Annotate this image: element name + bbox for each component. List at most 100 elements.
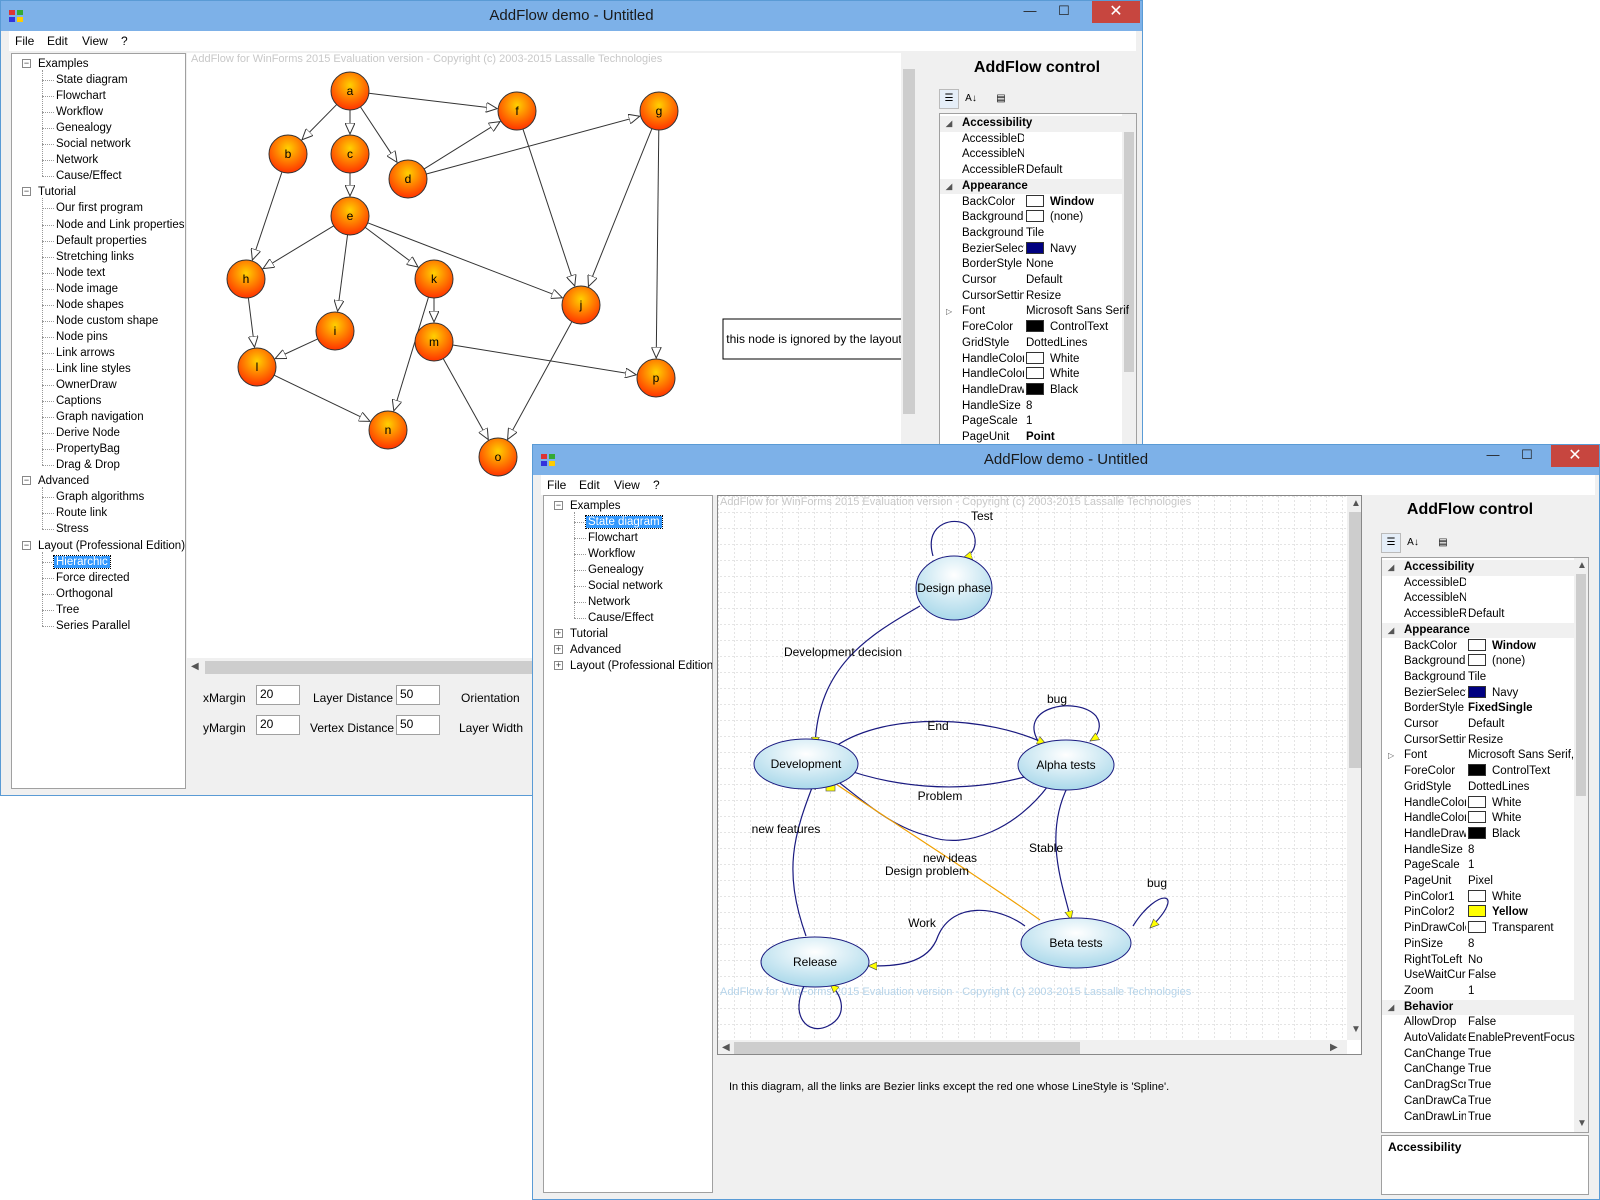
- graph-link[interactable]: [273, 374, 370, 421]
- sort-az-icon[interactable]: A↓: [1407, 537, 1419, 548]
- tree-group[interactable]: Layout (Professional Edition): [568, 658, 712, 674]
- property-value[interactable]: (none): [1026, 210, 1083, 226]
- property-value[interactable]: (none): [1468, 654, 1525, 670]
- property-row[interactable]: HandleColor2White: [1382, 811, 1574, 827]
- ignored-node[interactable]: [722, 318, 907, 360]
- layer-distance-input[interactable]: 50: [396, 685, 440, 705]
- scroll-up-icon[interactable]: ▲: [1351, 498, 1361, 509]
- property-row[interactable]: BackgroundI(none): [940, 210, 1122, 226]
- menu-view[interactable]: View: [614, 478, 640, 492]
- property-row[interactable]: BackgroundIm(none): [1382, 654, 1574, 670]
- graph-link[interactable]: [394, 297, 429, 411]
- state-node[interactable]: [753, 738, 859, 790]
- property-value[interactable]: False: [1468, 968, 1496, 984]
- property-value[interactable]: 8: [1026, 399, 1032, 415]
- graph-link[interactable]: [302, 104, 338, 140]
- property-row[interactable]: AccessibleNa: [940, 147, 1122, 163]
- property-row[interactable]: HandleDrawCBlack: [940, 382, 1122, 399]
- expand-icon[interactable]: +: [554, 644, 563, 654]
- graph-link[interactable]: [368, 92, 497, 108]
- graph-link[interactable]: [338, 234, 349, 311]
- collapse-icon[interactable]: ◢: [946, 119, 953, 128]
- property-row[interactable]: HandleColor2White: [940, 367, 1122, 383]
- expand-icon[interactable]: +: [554, 660, 563, 670]
- property-value[interactable]: Yellow: [1468, 905, 1528, 921]
- property-value[interactable]: Navy: [1468, 685, 1518, 702]
- tree-group[interactable]: Advanced: [36, 473, 91, 489]
- graph-node[interactable]: [414, 322, 454, 362]
- tree-item[interactable]: Node image: [54, 281, 120, 297]
- tree-item[interactable]: Cause/Effect: [54, 168, 124, 184]
- menu-file[interactable]: File: [547, 478, 567, 492]
- property-row[interactable]: BezierSelectioNavy: [1382, 685, 1574, 702]
- property-category[interactable]: ◢Behavior: [1382, 999, 1574, 1016]
- tree-item[interactable]: Network: [586, 594, 632, 610]
- graph-link[interactable]: [442, 358, 488, 440]
- property-value[interactable]: 1: [1468, 984, 1474, 1000]
- tree-item[interactable]: Flowchart: [586, 530, 640, 546]
- property-value[interactable]: ControlText: [1468, 764, 1550, 780]
- property-value[interactable]: Resize: [1468, 733, 1503, 749]
- scroll-up-icon[interactable]: ▲: [1577, 560, 1587, 571]
- property-row[interactable]: AccessibleDes: [1382, 576, 1574, 592]
- property-value[interactable]: 8: [1468, 843, 1474, 859]
- graph-node[interactable]: [639, 91, 679, 131]
- tree-item[interactable]: Stress: [54, 521, 91, 537]
- state-node[interactable]: [915, 555, 993, 621]
- property-row[interactable]: CanDrawCaptiTrue: [1382, 1094, 1574, 1110]
- graph-link[interactable]: [508, 321, 573, 440]
- tree-item[interactable]: Orthogonal: [54, 586, 115, 602]
- graph-node[interactable]: [388, 159, 428, 199]
- property-value[interactable]: None: [1026, 257, 1054, 273]
- tree-item[interactable]: Captions: [54, 393, 103, 409]
- scroll-right-icon[interactable]: ▶: [1330, 1042, 1338, 1053]
- tree-item[interactable]: Series Parallel: [54, 618, 132, 634]
- tree-item[interactable]: Hierarchic: [53, 554, 111, 570]
- collapse-icon[interactable]: ◢: [1388, 563, 1395, 572]
- menu-view[interactable]: View: [82, 34, 108, 48]
- property-value[interactable]: 1: [1468, 858, 1474, 874]
- property-value[interactable]: White: [1026, 367, 1079, 383]
- property-value[interactable]: Black: [1468, 826, 1520, 843]
- tree-group[interactable]: Layout (Professional Edition): [36, 538, 185, 554]
- close-button[interactable]: ✕: [1092, 1, 1140, 23]
- property-value[interactable]: Default: [1468, 717, 1504, 733]
- property-value[interactable]: White: [1468, 889, 1521, 906]
- property-category[interactable]: ◢Appearance: [940, 178, 1122, 195]
- graph-link[interactable]: [247, 297, 254, 347]
- back-props-vscroll[interactable]: [1122, 114, 1136, 452]
- property-row[interactable]: PinDrawColorTransparent: [1382, 921, 1574, 937]
- property-row[interactable]: AccessibleNar: [1382, 591, 1574, 607]
- graph-link[interactable]: [360, 106, 397, 162]
- front-titlebar[interactable]: AddFlow demo - Untitled — ☐ ✕: [533, 445, 1599, 475]
- property-row[interactable]: AccessibleRoDefault: [940, 163, 1122, 179]
- diagram-vscroll[interactable]: ▲ ▼: [1347, 496, 1361, 1040]
- graph-link[interactable]: [263, 225, 335, 269]
- property-value[interactable]: Transparent: [1468, 921, 1554, 937]
- property-value[interactable]: Navy: [1026, 241, 1076, 258]
- state-node[interactable]: [1017, 739, 1115, 791]
- property-row[interactable]: CanChangeOrTrue: [1382, 1062, 1574, 1078]
- tree-item[interactable]: Genealogy: [586, 562, 646, 578]
- ymargin-input[interactable]: 20: [256, 715, 300, 735]
- property-row[interactable]: CanDrawLinkTrue: [1382, 1110, 1574, 1126]
- graph-node[interactable]: [478, 437, 518, 477]
- tree-item[interactable]: Graph algorithms: [54, 489, 146, 505]
- tree-item[interactable]: Node custom shape: [54, 313, 160, 329]
- minimize-button[interactable]: —: [1486, 447, 1500, 462]
- expand-icon[interactable]: ▷: [1388, 751, 1395, 761]
- tree-group[interactable]: Tutorial: [568, 626, 610, 642]
- tree-item[interactable]: Workflow: [586, 546, 637, 562]
- graph-link[interactable]: [426, 116, 639, 175]
